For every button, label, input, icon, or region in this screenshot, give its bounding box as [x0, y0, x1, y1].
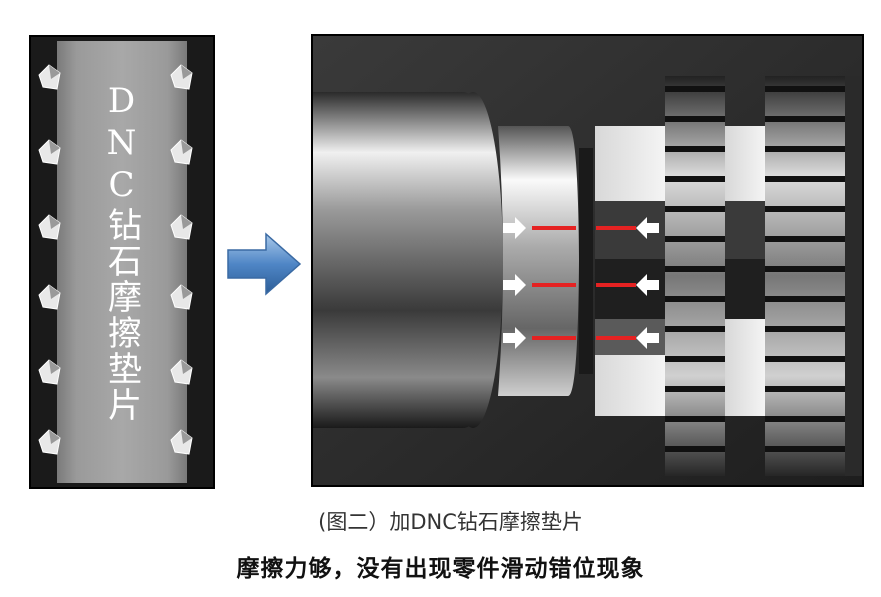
diamond-particle-icon	[170, 429, 193, 455]
figure-caption: (图二）加DNC钻石摩擦垫片	[318, 510, 583, 534]
diamond-particle-icon	[38, 139, 61, 165]
pressure-line	[596, 283, 636, 287]
diamond-particles	[38, 64, 193, 455]
shim-label: DNC钻石摩擦垫片	[101, 81, 142, 423]
pressure-indicators	[503, 217, 659, 349]
diamond-particle-icon	[170, 64, 193, 90]
diamond-particle-icon	[38, 214, 61, 240]
diamond-particle-icon	[170, 139, 193, 165]
pressure-line	[596, 226, 636, 230]
pressure-arrow-icon	[503, 217, 526, 239]
diamond-particle-icon	[170, 359, 193, 385]
diamond-particle-icon	[170, 214, 193, 240]
pressure-arrow-icon	[503, 274, 526, 296]
diamond-particle-icon	[38, 64, 61, 90]
friction-shim-strip: DNC钻石摩擦垫片	[57, 41, 187, 483]
pressure-arrow-icon	[636, 217, 659, 239]
pressure-line	[532, 336, 576, 340]
diamond-particle-icon	[38, 284, 61, 310]
right-arrow-icon	[227, 232, 302, 296]
pressure-arrow-icon	[503, 327, 526, 349]
friction-shim-illustration: DNC钻石摩擦垫片	[29, 35, 215, 489]
diamond-particle-icon	[38, 359, 61, 385]
pressure-line	[532, 283, 576, 287]
pressure-arrow-icon	[636, 327, 659, 349]
gear-right	[765, 76, 845, 476]
diamond-particle-icon	[170, 284, 193, 310]
diamond-particle-icon	[38, 429, 61, 455]
gear-assembly-render	[311, 34, 864, 487]
pressure-arrow-icon	[636, 274, 659, 296]
conclusion-text: 摩擦力够，没有出现零件滑动错位现象	[236, 556, 645, 582]
pressure-line	[532, 226, 576, 230]
pressure-line	[596, 336, 636, 340]
gear-left	[665, 76, 725, 476]
gear-assembly-svg	[313, 36, 862, 485]
